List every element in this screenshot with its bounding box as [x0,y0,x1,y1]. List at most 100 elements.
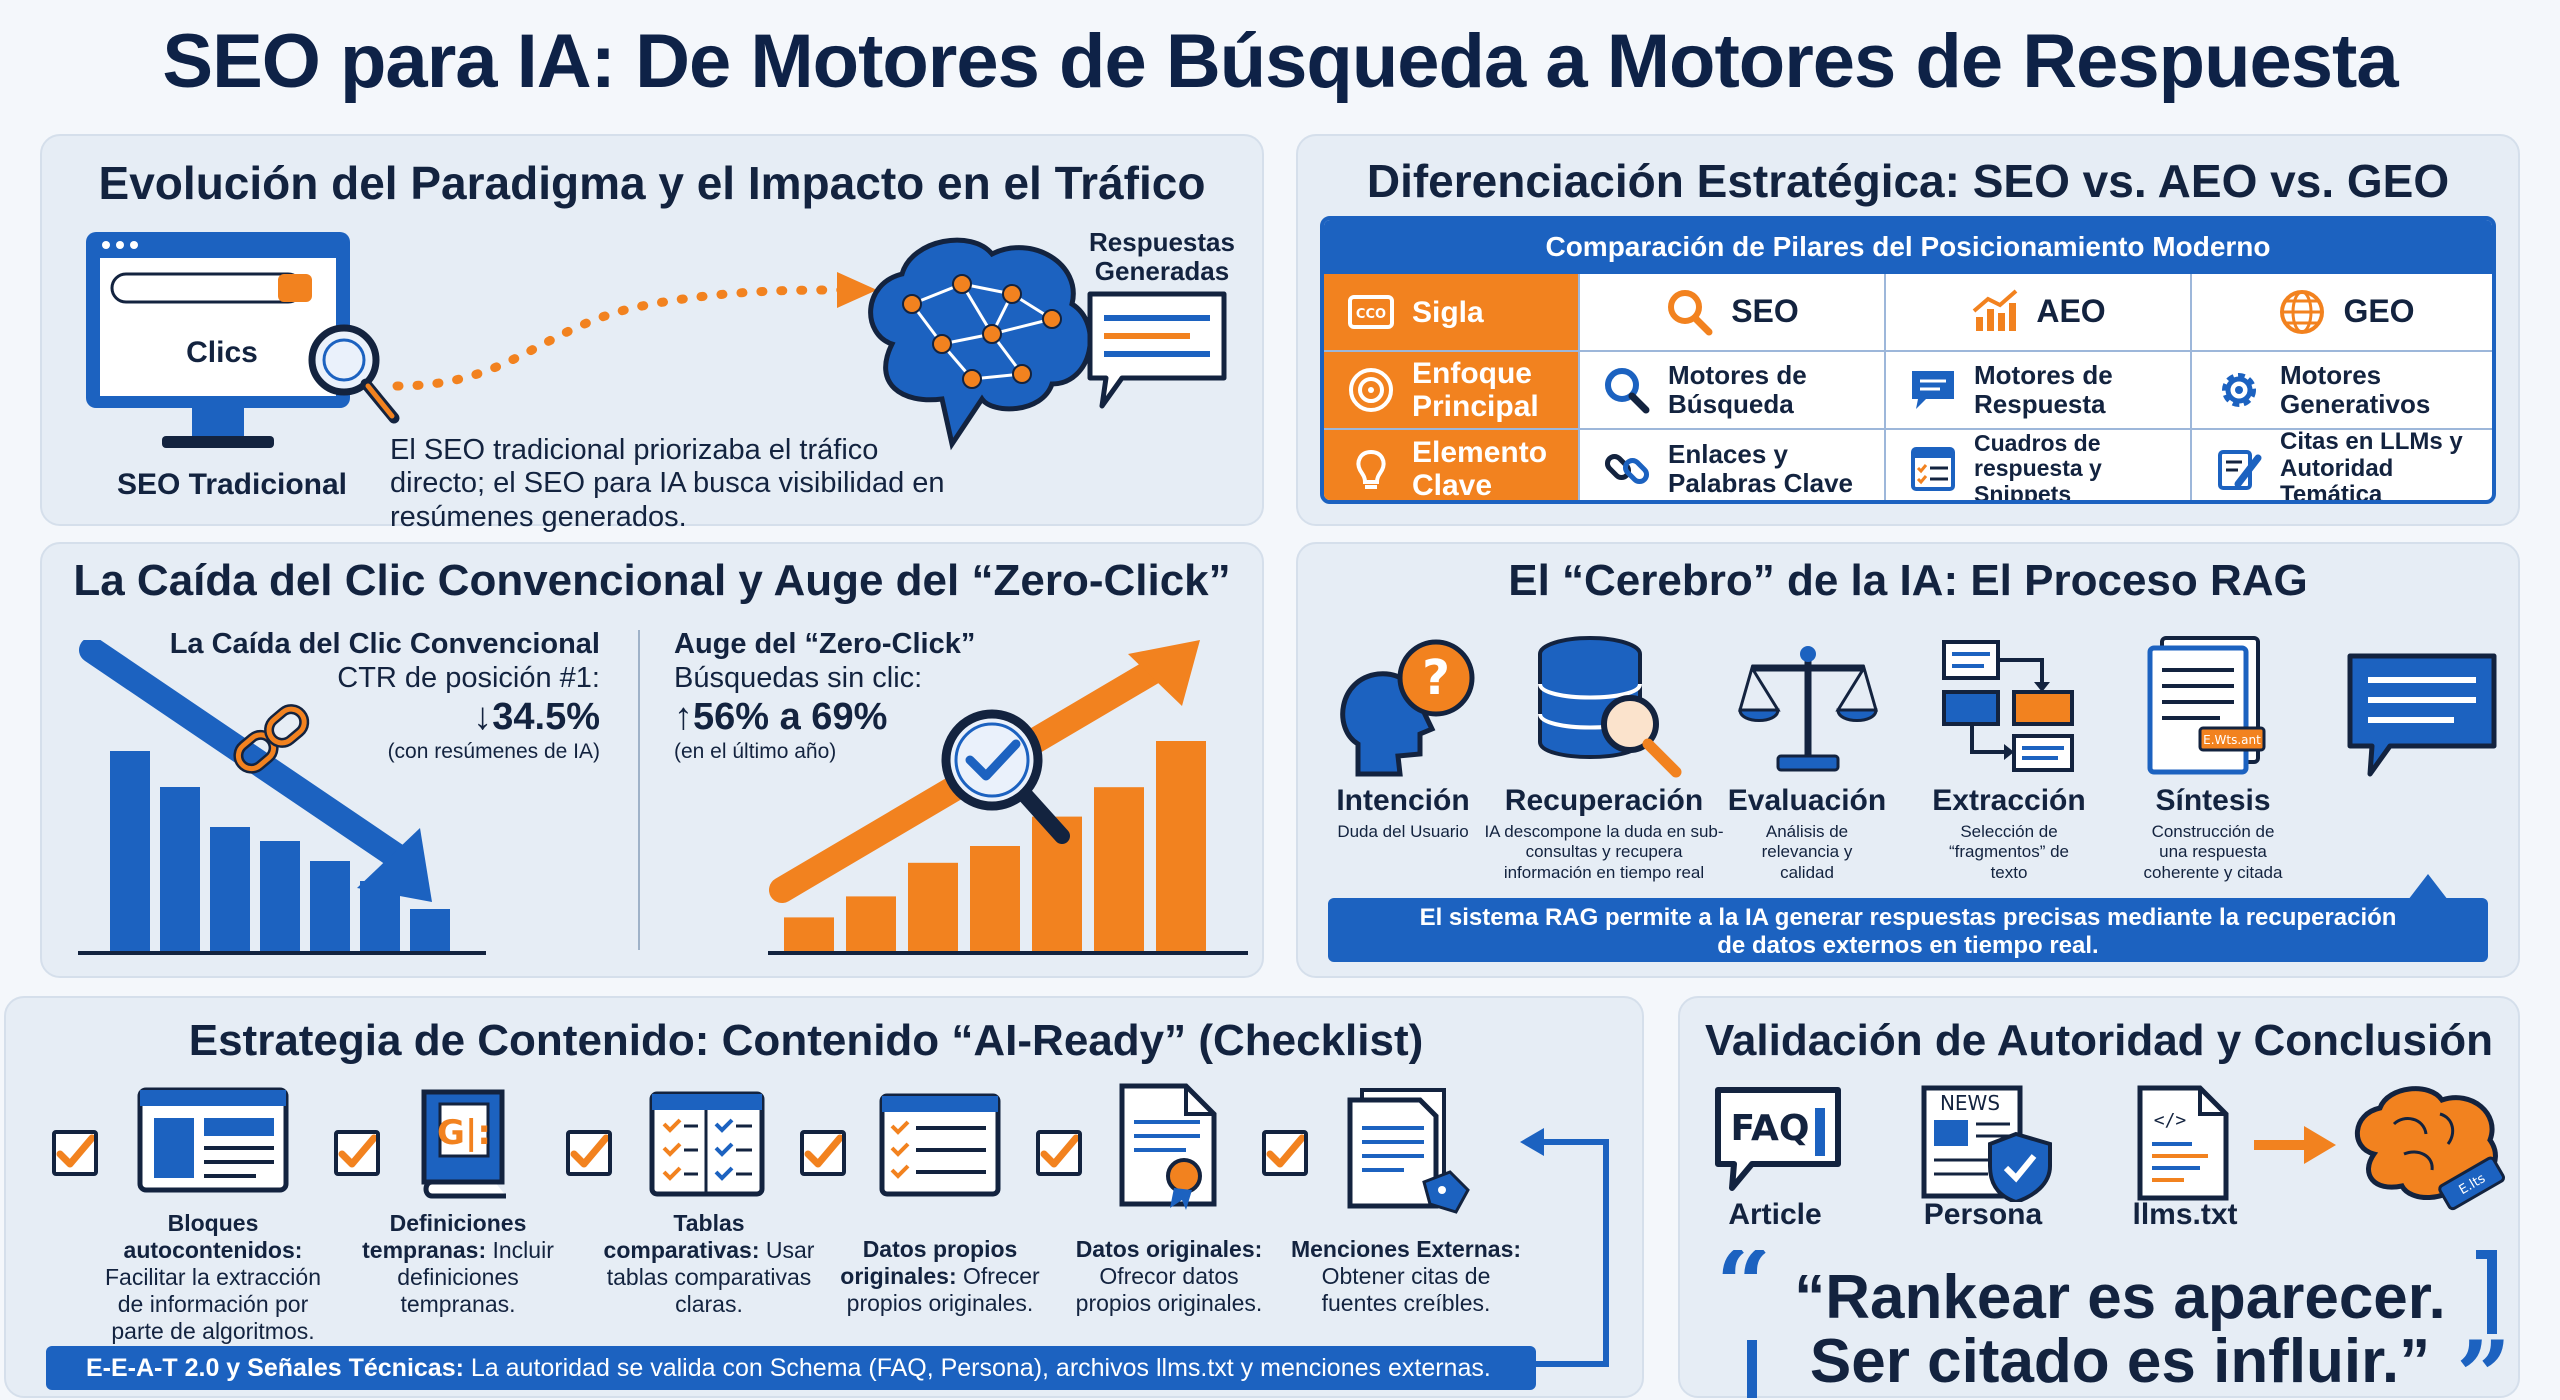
banner-pointer [2408,874,2448,900]
seo-traditional-label: SEO Tradicional [116,468,348,501]
bar [310,861,350,951]
bar [784,917,834,951]
chat-icon [1912,371,1954,409]
synthesis-doc-icon: E.Wts.ant [2147,636,2266,775]
search-icon [1605,368,1650,414]
synthesis-doc-tag: E.Wts.ant [2203,733,2261,747]
checkmark-icon [338,1134,378,1168]
checklist-item-text: Ofrecor datos propios originales. [1075,1262,1263,1316]
rag-step-desc: Construcción de una respuesta coherente … [2143,822,2283,882]
svg-text:“: “ [1716,1250,1771,1341]
row-label-elemento: Elemento Clave [1324,430,1580,500]
cell-text: AEO [2036,293,2106,330]
fall-note: (con resúmenes de IA) [387,740,600,763]
checklist-doc-icon [1911,447,1955,491]
head-question-icon: ? [1340,639,1475,777]
rag-step-name: Extracción [1932,784,2086,817]
comparison-table-title: Comparación de Pilares del Posicionamien… [1324,220,2492,274]
database-search-icon [1538,636,1682,778]
cell-geo-sigla: GEO [2192,274,2492,352]
checklist-checkbox[interactable] [1036,1130,1082,1176]
checklist-checkbox[interactable] [334,1130,380,1176]
rising-bar-chart [768,640,1248,955]
zero-click-panel: La Caída del Clic Convencional y Auge de… [40,542,1264,978]
checklist-checkbox[interactable] [1262,1130,1308,1176]
checklist-title: Estrategia de Contenido: Contenido “AI-R… [188,1016,1424,1065]
evolution-title: Evolución del Paradigma y el Impacto en … [98,157,1206,209]
acronym-icon: CCO [1348,295,1394,329]
brain-tag-icon: E.lts [2355,1086,2506,1211]
checklist-item-text: Usar tablas comparativas claras. [606,1236,815,1317]
code-icon-text: </> [2154,1110,2187,1131]
rag-step-name: Recuperación [1504,784,1704,817]
checklist-item-5: Datos originales: Ofrecor datos propios … [1064,1236,1274,1317]
cell-aeo-elemento: Cuadros de respuesta y Snippets [1886,430,2192,500]
scales-icon [1738,646,1878,772]
faq-icon: FAQ [1715,1087,1841,1191]
cell-text: Citas en LLMs y Autoridad Temática [2280,428,2463,504]
fall-metric: CTR de posición #1: [337,662,600,694]
checklist-item-title: Bloques autocontenidos: [123,1210,303,1263]
page-title: SEO para IA: De Motores de Búsqueda a Mo… [162,19,2398,104]
checklist-checkbox[interactable] [800,1130,846,1176]
original-data-badge-icon [1119,1083,1217,1210]
growth-chart-icon [1973,289,2018,331]
bar [260,841,300,951]
rag-step-name: Intención [1336,784,1470,817]
checkmark-icon [1266,1134,1306,1168]
book-letters: G|: [437,1113,491,1153]
falling-bar-chart [78,640,486,955]
checklist-item-text: Ofrecer propios originales. [846,1262,1040,1316]
cell-text: GEO [2343,293,2415,330]
generated-answers-label: Respuestas Generadas [1089,227,1235,286]
quote-line-2: Ser citado es influir.” [1809,1327,2431,1396]
external-mentions-icon [1347,1088,1470,1214]
rag-banner: El sistema RAG permite a la IA generar r… [1328,898,2488,962]
content-blocks-icon [137,1087,289,1193]
clicks-label: Clics [186,336,258,369]
checklist-item-title: Datos propios originales: [840,1236,1018,1289]
quote-line-1: “Rankear es aparecer. [1794,1263,2446,1332]
row-label-text: Sigla [1412,295,1484,329]
faq-icon-text: FAQ [1731,1108,1810,1149]
checklist-checkbox[interactable] [52,1130,98,1176]
rag-step-name: Evaluación [1727,784,1887,817]
bar [970,846,1020,951]
monitor-icon [86,232,400,448]
answer-bubble-icon [2347,653,2497,777]
pencil-doc-icon [2218,450,2262,490]
fall-value: ↓34.5% [473,696,600,738]
link-icon [1604,453,1650,485]
brain-network-icon [868,237,1093,451]
cell-seo-sigla: SEO [1580,274,1886,352]
rag-step-sintesis: Síntesis Construcción de una respuesta c… [2108,784,2318,883]
fall-heading: La Caída del Clic Convencional [169,628,600,660]
extraction-icon [1942,640,2074,772]
svg-text:?: ? [1422,650,1450,706]
bar [110,751,150,951]
row-label-text: Enfoque Principal [1412,357,1539,423]
checklist-item-3: Tablas comparativas: Usar tablas compara… [594,1210,824,1318]
rag-step-desc: Duda del Usuario [1337,822,1469,841]
checklist-item-title: Tablas comparativas: [603,1210,760,1263]
dotted-arrow-icon [392,272,877,391]
svg-text:”: ” [2456,1320,2511,1400]
svg-text:CCO: CCO [1356,307,1386,322]
row-label-sigla: CCO Sigla [1324,274,1580,352]
cell-text: Enlaces y Palabras Clave [1668,439,1854,498]
rag-step-desc: Selección de “fragmentos” de texto [1949,822,2069,882]
checklist-checkbox[interactable] [566,1130,612,1176]
comparison-table: Comparación de Pilares del Posicionamien… [1320,216,2496,504]
globe-icon [2280,290,2325,334]
magnifier-check-icon [941,709,1070,844]
checklist-item-1: Bloques autocontenidos: Facilitar la ext… [98,1210,328,1345]
data-list-icon [879,1093,1001,1197]
cell-aeo-enfoque: Motores de Respuesta [1886,352,2192,430]
item-article: Article [1728,1198,1822,1231]
cell-aeo-sigla: AEO [1886,274,2192,352]
newspaper-shield-icon: NEWS [1921,1085,2052,1202]
bar [160,787,200,951]
checklist-item-4: Datos propios originales: Ofrecer propio… [834,1236,1046,1317]
checklist-item-2: Definiciones tempranas: Incluir definici… [358,1210,558,1318]
rag-step-extraccion: Extracción Selección de “fragmentos” de … [1904,784,2114,883]
